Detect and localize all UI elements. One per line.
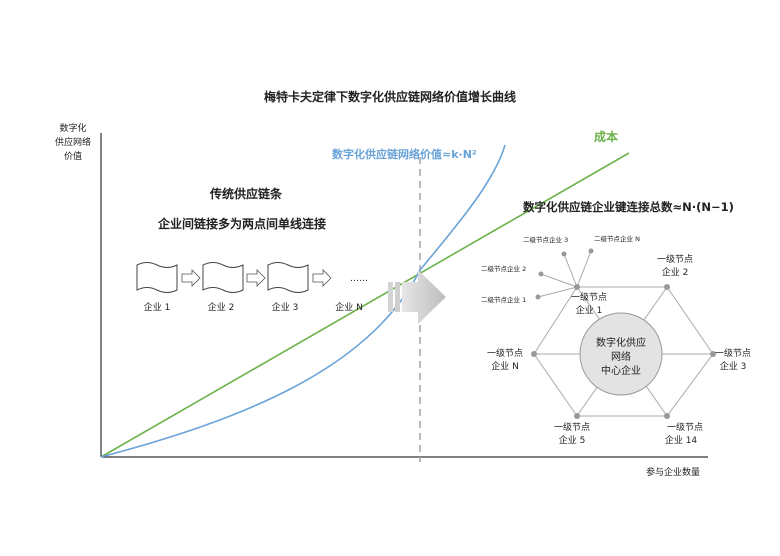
diagram-title: 梅特卡夫定律下数字化供应链网络价值增长曲线 <box>264 89 516 104</box>
arrow-right-icon <box>181 269 201 287</box>
y-axis-label-line-2: 供应网络 <box>55 136 91 148</box>
chain-company-3: 企业 3 <box>267 262 309 313</box>
node-company-label: 企业 N <box>491 360 519 372</box>
node-level-label: 一级节点 <box>715 347 751 359</box>
cost-line-label: 成本 <box>594 129 618 144</box>
arrow-right-icon <box>312 269 332 287</box>
cost-line <box>100 152 630 458</box>
traditional-chain-subtitle: 企业间链接多为两点间单线连接 <box>157 216 326 231</box>
chain-company-2: 企业 2 <box>202 262 244 313</box>
x-axis-label: 参与企业数量 <box>646 466 700 478</box>
second-level-node-1: 二级节点企业 1 <box>481 295 526 304</box>
y-axis-label-line-1: 数字化 <box>59 122 86 134</box>
chain-company-label: 企业 3 <box>272 301 299 313</box>
second-level-node-n: 二级节点企业 N <box>594 234 640 243</box>
node-level-label: 一级节点 <box>657 253 693 265</box>
transition-arrow-icon <box>388 270 446 324</box>
node-level-label: 一级节点 <box>554 421 590 433</box>
network-graph: 数字化供应 网络 中心企业 一级节点 企业 1 一级节点 企业 2 一级节点 <box>481 234 751 446</box>
second-level-node-3: 二级节点企业 3 <box>523 235 568 244</box>
node-company-label: 企业 2 <box>662 266 689 278</box>
traditional-chain-title: 传统供应链条 <box>209 186 283 201</box>
y-axis-label-line-3: 价值 <box>64 150 82 162</box>
digital-value-curve <box>100 144 506 458</box>
document-icon <box>267 262 309 293</box>
node-company-14: 一级节点 企业 14 <box>665 421 703 446</box>
second-level-links <box>537 250 592 298</box>
central-node-label-2: 网络 <box>611 350 631 363</box>
node-company-label: 企业 3 <box>720 360 747 372</box>
arrow-right-icon <box>246 269 266 287</box>
chain-ellipsis: …… <box>350 274 368 284</box>
node-company-1: 一级节点 企业 1 <box>571 291 607 316</box>
chain-company-n-label: 企业 N <box>335 301 363 313</box>
node-company-3: 一级节点 企业 3 <box>715 347 751 372</box>
network-title: 数字化供应链企业键连接总数≈N·(N−1) <box>523 200 734 214</box>
digital-value-label: 数字化供应链网络价值≈k·N² <box>332 147 477 161</box>
node-level-label: 一级节点 <box>667 421 703 433</box>
central-node-label-3: 中心企业 <box>601 364 641 377</box>
central-node <box>579 312 663 396</box>
node-dots <box>531 248 716 419</box>
central-node-label-1: 数字化供应 <box>596 336 646 349</box>
chain-company-1: 企业 1 <box>136 262 178 313</box>
node-company-label: 企业 14 <box>665 434 698 446</box>
document-icon <box>202 262 244 293</box>
document-icon <box>136 262 178 293</box>
chain-company-label: 企业 1 <box>144 301 171 313</box>
node-level-label: 一级节点 <box>571 291 607 303</box>
second-level-node-2: 二级节点企业 2 <box>481 264 526 273</box>
chain-company-label: 企业 2 <box>208 301 235 313</box>
node-company-label: 企业 5 <box>559 434 586 446</box>
node-company-2: 一级节点 企业 2 <box>657 253 693 278</box>
node-company-n: 一级节点 企业 N <box>487 347 523 372</box>
node-level-label: 一级节点 <box>487 347 523 359</box>
node-company-5: 一级节点 企业 5 <box>554 421 590 446</box>
node-company-label: 企业 1 <box>576 304 603 316</box>
